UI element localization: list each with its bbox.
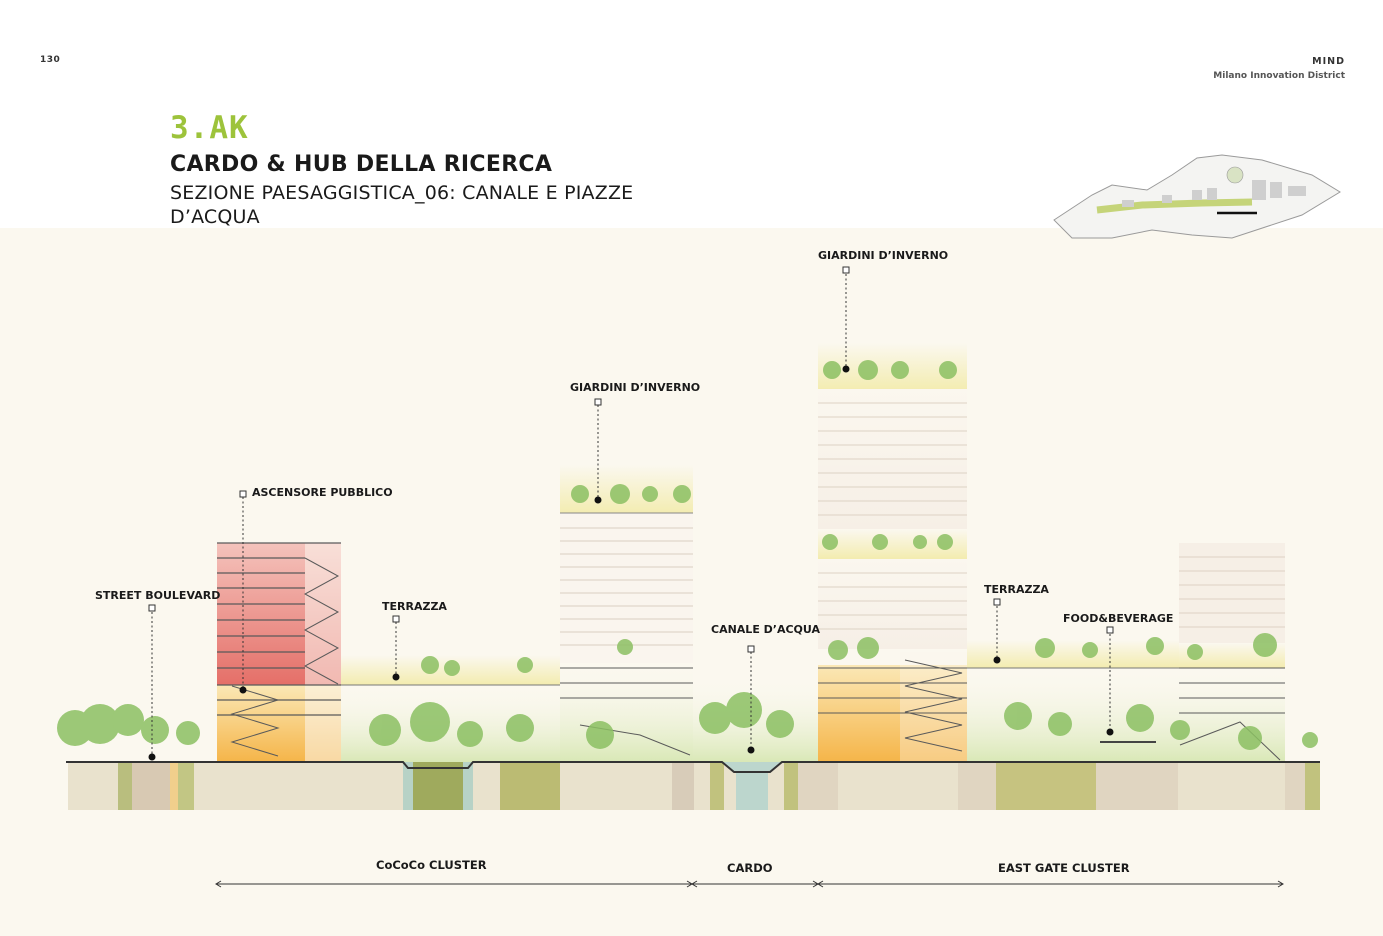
key-map-blocks <box>1122 180 1306 207</box>
cluster-cardo: CARDO <box>727 861 773 875</box>
tall-tower <box>818 343 967 762</box>
label-ascensore-pubblico: ASCENSORE PUBBLICO <box>252 486 393 499</box>
leader-dots <box>148 365 1114 761</box>
ascensore-building <box>217 542 341 762</box>
label-giardini-1: GIARDINI D’INVERNO <box>570 381 701 394</box>
cluster-cococo: CoCoCo CLUSTER <box>376 858 487 872</box>
middle-tower <box>560 465 693 762</box>
label-street-boulevard: STREET BOULEVARD <box>95 589 221 602</box>
brand-block: MIND Milano Innovation District <box>1213 55 1345 83</box>
tall-tower-zigzag <box>904 659 963 752</box>
ground-line <box>66 761 1320 773</box>
terrace-block-2 <box>967 640 1179 668</box>
trees <box>57 360 1318 750</box>
ground-blocks <box>118 762 1320 810</box>
section-code: 3.AK <box>170 110 249 146</box>
brand-subtitle: Milano Innovation District <box>1213 71 1345 81</box>
cluster-arrows <box>215 880 1284 888</box>
key-map-green-axis <box>1096 198 1253 214</box>
label-terrazza-1: TERRAZZA <box>382 600 447 613</box>
cluster-east-gate: EAST GATE CLUSTER <box>998 861 1130 875</box>
key-map <box>1053 154 1341 239</box>
label-terrazza-2: TERRAZZA <box>984 583 1049 596</box>
label-food-beverage: FOOD&BEVERAGE <box>1063 612 1174 625</box>
leader-lines <box>151 274 1111 755</box>
section-subtitle: SEZIONE PAESAGGISTICA_06: CANALE E PIAZZ… <box>170 182 634 228</box>
key-map-plaza <box>1226 166 1244 184</box>
label-canale: CANALE D’ACQUA <box>711 623 821 636</box>
lift-zigzag-left <box>230 685 280 757</box>
label-giardini-2: GIARDINI D’INVERNO <box>818 249 949 262</box>
page-number: 130 <box>40 55 61 65</box>
leader-squares <box>148 266 1114 653</box>
brand-title: MIND <box>1312 56 1345 67</box>
lift-zigzag-right <box>303 557 340 685</box>
section-title: CARDO & HUB DELLA RICERCA <box>170 152 553 177</box>
